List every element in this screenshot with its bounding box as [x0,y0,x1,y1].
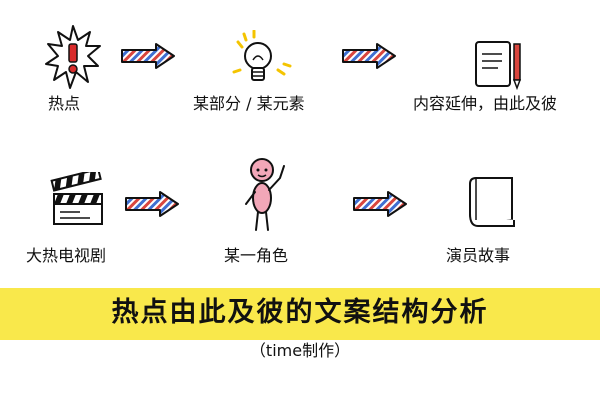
book-icon [469,177,515,227]
item-label-hit-tv-drama: 大热电视剧 [26,246,107,265]
item-label-part-element: 某部分 / 某元素 [193,94,305,113]
item-label-content-extension: 内容延伸，由此及彼 [413,94,558,113]
arrow-right-icon [342,43,396,69]
item-label-actor-story: 演员故事 [446,246,511,265]
arrow-right-icon [121,43,175,69]
page-title: 热点由此及彼的文案结构分析 [111,297,489,328]
clapperboard-icon [50,172,103,225]
arrow-right-icon [353,191,407,217]
item-label-hotspot: 热点 [48,94,81,113]
stick-figure-icon [245,158,285,231]
arrow-right-icon [125,191,179,217]
lightbulb-icon [232,30,292,81]
credit-text: （time制作） [249,341,351,360]
title-banner [0,288,600,340]
item-label-a-character: 某一角色 [224,246,289,265]
notebook-pen-icon [475,41,522,90]
hotspot-alert-icon [45,25,101,89]
